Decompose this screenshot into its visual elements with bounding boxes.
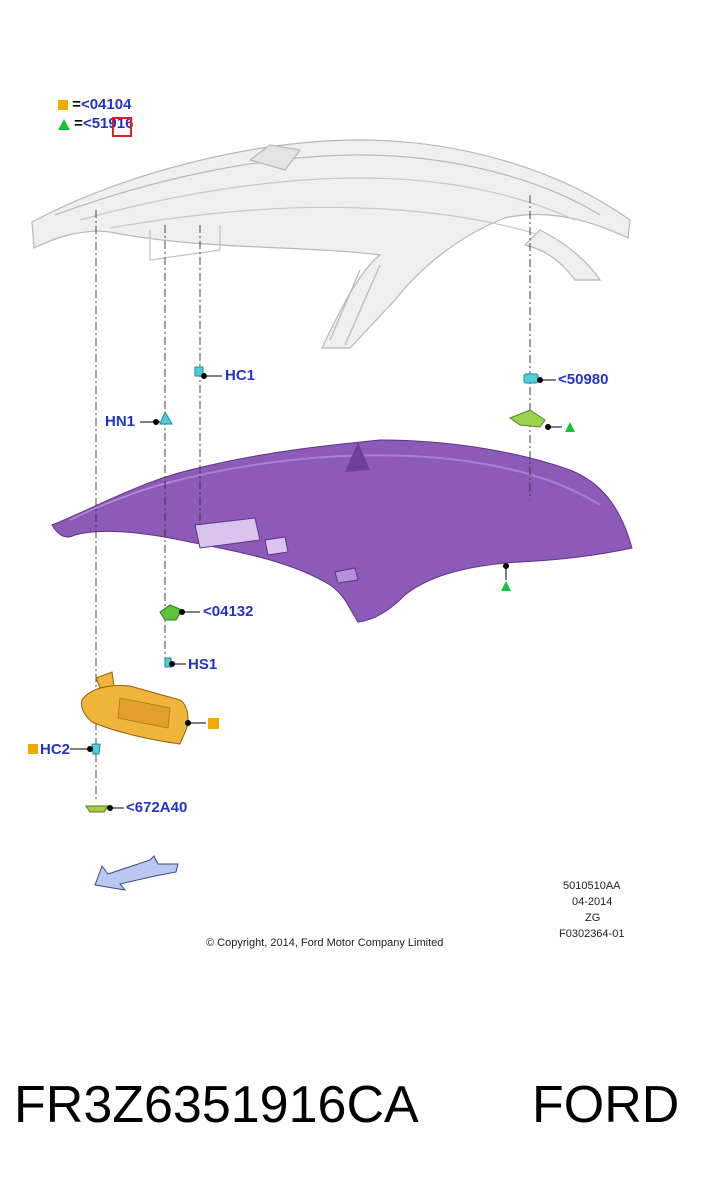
headliner (51, 439, 633, 623)
diagram-drawing (28, 139, 633, 891)
callout-50980: <50980 (558, 371, 609, 388)
clip-hn1 (159, 410, 173, 425)
clip-hc2 (91, 743, 101, 755)
info-line-2: 04-2014 (572, 896, 613, 908)
orange-square-icon (58, 100, 68, 111)
callout-hs1: HS1 (188, 656, 218, 673)
legend-code-51916: <51916 (82, 115, 134, 132)
legend-square-row: =<04104 (58, 96, 131, 113)
clip-50980 (523, 373, 539, 384)
copyright: © Copyright, 2014, Ford Motor Company Li… (206, 937, 444, 949)
legend-eq: = (72, 96, 81, 113)
callout-hn1: HN1 (105, 413, 136, 430)
legend-code-04104: <04104 (80, 96, 132, 113)
callout-672a40: <672A40 (126, 799, 188, 816)
sun-visor (81, 671, 189, 745)
orange-square-icon (28, 744, 38, 754)
green-triangle-icon (501, 581, 511, 591)
leaders (70, 373, 562, 811)
green-triangle-icon (565, 422, 575, 432)
legend-eq: = (74, 115, 83, 132)
info-line-3: ZG (585, 912, 601, 924)
brand-name: FORD (532, 1076, 680, 1134)
callout-hc1: HC1 (225, 367, 256, 384)
info-line-4: F0302364-01 (559, 928, 625, 940)
highlight-box (112, 117, 132, 137)
callout-04132: <04132 (203, 603, 254, 620)
green-triangle-icon (58, 118, 70, 130)
part-number: FR3Z6351916CA (14, 1076, 419, 1134)
orange-square-icon (208, 718, 219, 729)
callout-hc2: HC2 (40, 741, 71, 758)
front-direction-arrow-icon (94, 855, 179, 891)
roof-frame (31, 139, 631, 349)
legend-triangle-row: =<51916 (58, 115, 133, 132)
clip-04132 (159, 604, 183, 621)
info-line-1: 5010510AA (563, 880, 621, 892)
bracket-green (508, 409, 546, 428)
visor-clip-672a40 (85, 805, 109, 813)
